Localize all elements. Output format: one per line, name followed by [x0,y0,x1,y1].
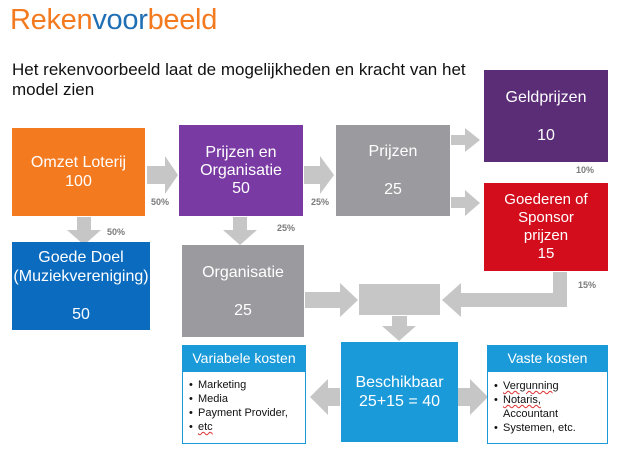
list-item: Vergunning [494,379,603,393]
pct-geldprijzen: 10% [576,165,595,175]
pct-goederen: 15% [578,280,597,290]
variabele-kosten-list: Marketing Media Payment Provider, etc [182,371,306,444]
vaste-kosten-header: Vaste kosten [487,345,608,371]
page-subtitle: Het rekenvoorbeeld laat de mogelijkheden… [12,60,466,99]
pct-prijzen-org-down: 25% [277,223,296,233]
pct-prijzen-org-right: 25% [311,197,330,207]
list-item: etc [189,420,301,434]
arrow-beschikbaar-to-variabele [310,379,340,415]
arrow-goederen-to-merge [442,272,567,317]
box-beschikbaar: Beschikbaar 25+15 = 40 [341,342,458,442]
box-geldprijzen: Geldprijzen 10 [484,70,608,162]
arrow-beschikbaar-to-vaste [458,379,488,415]
list-item: Systemen, etc. [494,421,603,435]
list-item: Notaris, [494,393,603,407]
pct-omzet-down: 50% [107,227,126,237]
box-goederen-sponsor-prijzen: Goederen of Sponsor prijzen 15 [484,183,608,271]
variabele-kosten-header: Variabele kosten [182,345,306,371]
arrow-prijzen-org-to-prijzen [304,156,334,194]
list-item: Media [189,392,301,406]
box-prijzen: Prijzen 25 [336,125,450,216]
arrow-organisatie-to-merge [305,283,358,317]
merge-box [359,284,440,315]
page-title: Rekenvoorbeeld [10,4,218,36]
arrow-merge-to-beschikbaar [382,316,416,341]
list-item: Payment Provider, [189,406,301,420]
list-item: Marketing [189,378,301,392]
arrow-omzet-to-prijzen-org [147,156,178,194]
box-goede-doel: Goede Doel (Muziekvereniging) 50 [12,242,150,330]
arrow-omzet-to-goede-doel [67,217,101,245]
pct-omzet-right: 50% [151,197,170,207]
arrow-prijzen-org-to-organisatie [223,217,257,245]
box-prijzen-en-organisatie: Prijzen en Organisatie 50 [179,125,303,216]
box-organisatie: Organisatie 25 [182,245,304,337]
arrow-prijzen-to-goederen [451,190,480,216]
vaste-kosten-list: Vergunning Notaris, Accountant Systemen,… [487,371,608,444]
arrow-prijzen-to-geldprijzen [451,128,480,152]
list-item: Accountant [503,408,559,420]
box-omzet-loterij: Omzet Loterij 100 [12,128,145,216]
